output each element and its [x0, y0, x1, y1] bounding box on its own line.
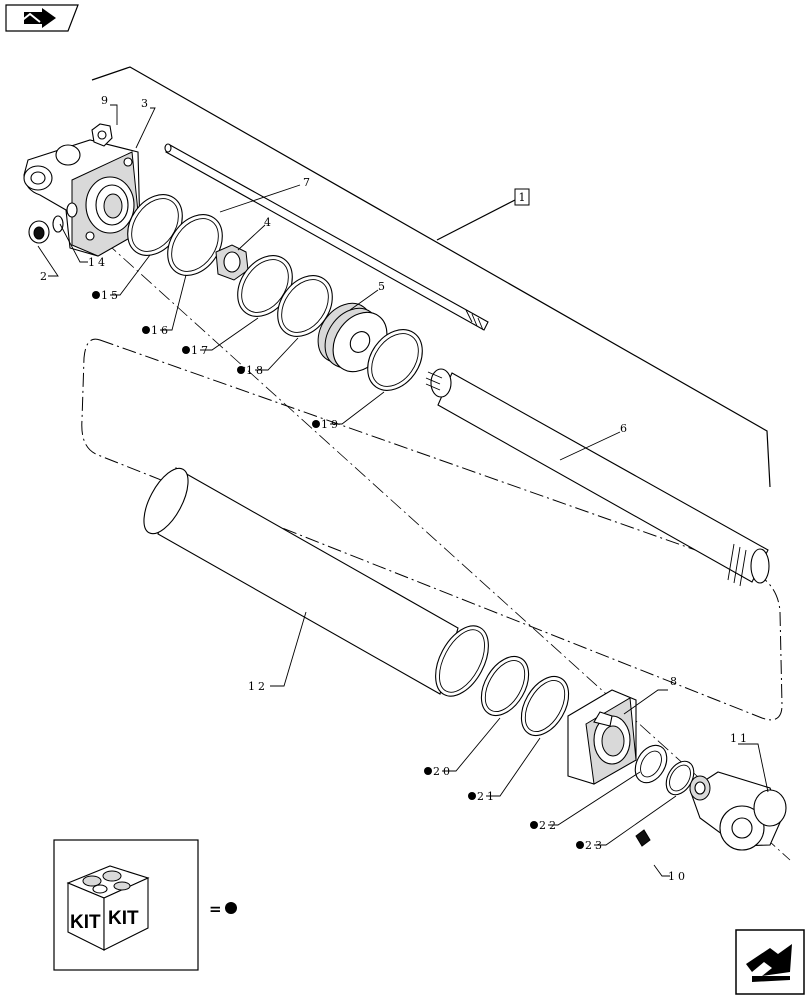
set-screw-part-10 [635, 829, 651, 847]
cylinder-centerline [69, 209, 791, 861]
nut-part-9 [91, 123, 113, 147]
hex-nut-part-4 [215, 244, 249, 281]
callout-18: 18 [246, 364, 266, 377]
rod-clevis-part-11 [689, 771, 787, 851]
callout-22: 22 [539, 819, 559, 832]
barrel-tube-part-12 [143, 467, 489, 697]
callout-20: 20 [433, 765, 453, 778]
callout-16: 16 [151, 324, 171, 337]
next-page-arrow-icon[interactable] [735, 929, 805, 995]
kit-legend: KIT KIT = [53, 839, 237, 971]
callout-9: 9 [101, 94, 108, 107]
callout-19: 19 [321, 418, 341, 431]
fitting-part-2 [28, 220, 50, 244]
kit-marker-dots [92, 291, 584, 849]
o-ring-part-14 [52, 215, 64, 233]
barrel-group-outline [81, 338, 783, 721]
wiper-part-22 [634, 744, 668, 784]
backup-ring-part-21 [520, 675, 570, 737]
callout-4: 4 [264, 216, 271, 229]
callout-15: 15 [101, 289, 121, 302]
kit-legend-equals: = [209, 900, 222, 918]
callout-1: 1 [519, 191, 526, 204]
o-ring-part-20 [480, 655, 530, 717]
book-arrow-icon[interactable] [5, 4, 79, 32]
callout-3: 3 [141, 97, 148, 110]
kit-label-left: KIT [70, 912, 101, 933]
callout-11: 11 [730, 732, 750, 745]
tie-rod-part-7 [164, 143, 489, 331]
callout-14: 14 [88, 256, 108, 269]
leader-lines [37, 104, 769, 901]
callout-8: 8 [670, 675, 677, 688]
piston-rod-part-6 [425, 368, 770, 587]
callout-7: 7 [303, 176, 310, 189]
assembly-bracket [91, 66, 771, 488]
callout-23: 23 [585, 839, 605, 852]
callout-6: 6 [620, 422, 627, 435]
callout-21: 21 [477, 790, 497, 803]
callout-12: 12 [248, 680, 268, 693]
kit-label-right: KIT [108, 908, 139, 929]
callout-2: 2 [40, 270, 47, 283]
callout-10: 10 [668, 870, 688, 883]
gland-part-8 [567, 689, 637, 785]
callout-labels: 1 9 3 7 4 5 6 14 2 15 16 17 18 19 12 20 … [40, 94, 750, 892]
head-end-cap [23, 139, 141, 257]
kit-box-icon: KIT KIT [66, 865, 150, 951]
callout-1-box [514, 188, 530, 206]
callout-5: 5 [378, 280, 385, 293]
callout-17: 17 [191, 344, 211, 357]
filled-dot-icon [225, 902, 237, 914]
